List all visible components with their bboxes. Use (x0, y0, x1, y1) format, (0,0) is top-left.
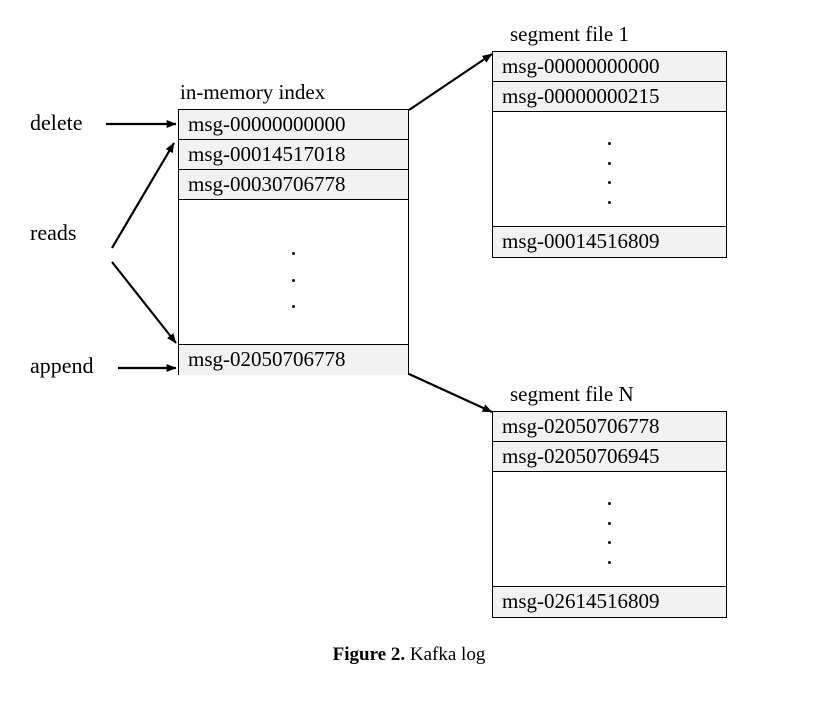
segment-file-1-title: segment file 1 (510, 22, 629, 46)
ellipsis-dot (608, 161, 611, 165)
index-to-segment-1-arrow (408, 53, 493, 111)
segmentn-entry-row: msg-02050706945 (493, 442, 726, 472)
segment-file-n-box: msg-02050706778 msg-02050706945 msg-0261… (492, 411, 727, 618)
index-to-segment-n-arrow (408, 372, 493, 414)
segmentn-last-entry-row: msg-02614516809 (493, 587, 726, 617)
segment1-entry-row: msg-00000000000 (493, 52, 726, 82)
segment1-entry-row: msg-00000000215 (493, 82, 726, 112)
segmentn-entry-row: msg-02050706778 (493, 412, 726, 442)
ellipsis-dot (608, 560, 611, 564)
index-entry-row: msg-00014517018 (179, 140, 408, 170)
ellipsis-dot (608, 181, 611, 185)
in-memory-index-box: msg-00000000000 msg-00014517018 msg-0003… (178, 109, 409, 375)
ellipsis-dot (608, 502, 611, 506)
segmentn-ellipsis (493, 472, 726, 587)
ellipsis-dot (292, 278, 295, 282)
index-last-entry-row: msg-02050706778 (179, 345, 408, 375)
segment-file-n-title: segment file N (510, 382, 634, 406)
index-entry-row: msg-00030706778 (179, 170, 408, 200)
figure-caption: Figure 2. Kafka log (0, 642, 818, 668)
ellipsis-dot (608, 521, 611, 525)
figure-caption-label: Figure 2. (332, 644, 406, 665)
reads-label: reads (30, 220, 77, 245)
ellipsis-dot (292, 305, 295, 309)
append-label: append (30, 353, 94, 378)
figure-caption-text: Kafka log (405, 644, 486, 665)
in-memory-index-title: in-memory index (180, 80, 326, 104)
ellipsis-dot (292, 251, 295, 255)
segment1-ellipsis (493, 112, 726, 227)
segment1-last-entry-row: msg-00014516809 (493, 227, 726, 257)
reads-arrow-upper (111, 142, 175, 249)
ellipsis-dot (608, 200, 611, 204)
ellipsis-dot (608, 541, 611, 545)
delete-label: delete (30, 110, 83, 135)
segment-file-1-box: msg-00000000000 msg-00000000215 msg-0001… (492, 51, 727, 258)
index-entry-row: msg-00000000000 (179, 110, 408, 140)
reads-arrow-lower (111, 261, 177, 344)
ellipsis-dot (608, 142, 611, 146)
index-ellipsis (179, 200, 408, 345)
